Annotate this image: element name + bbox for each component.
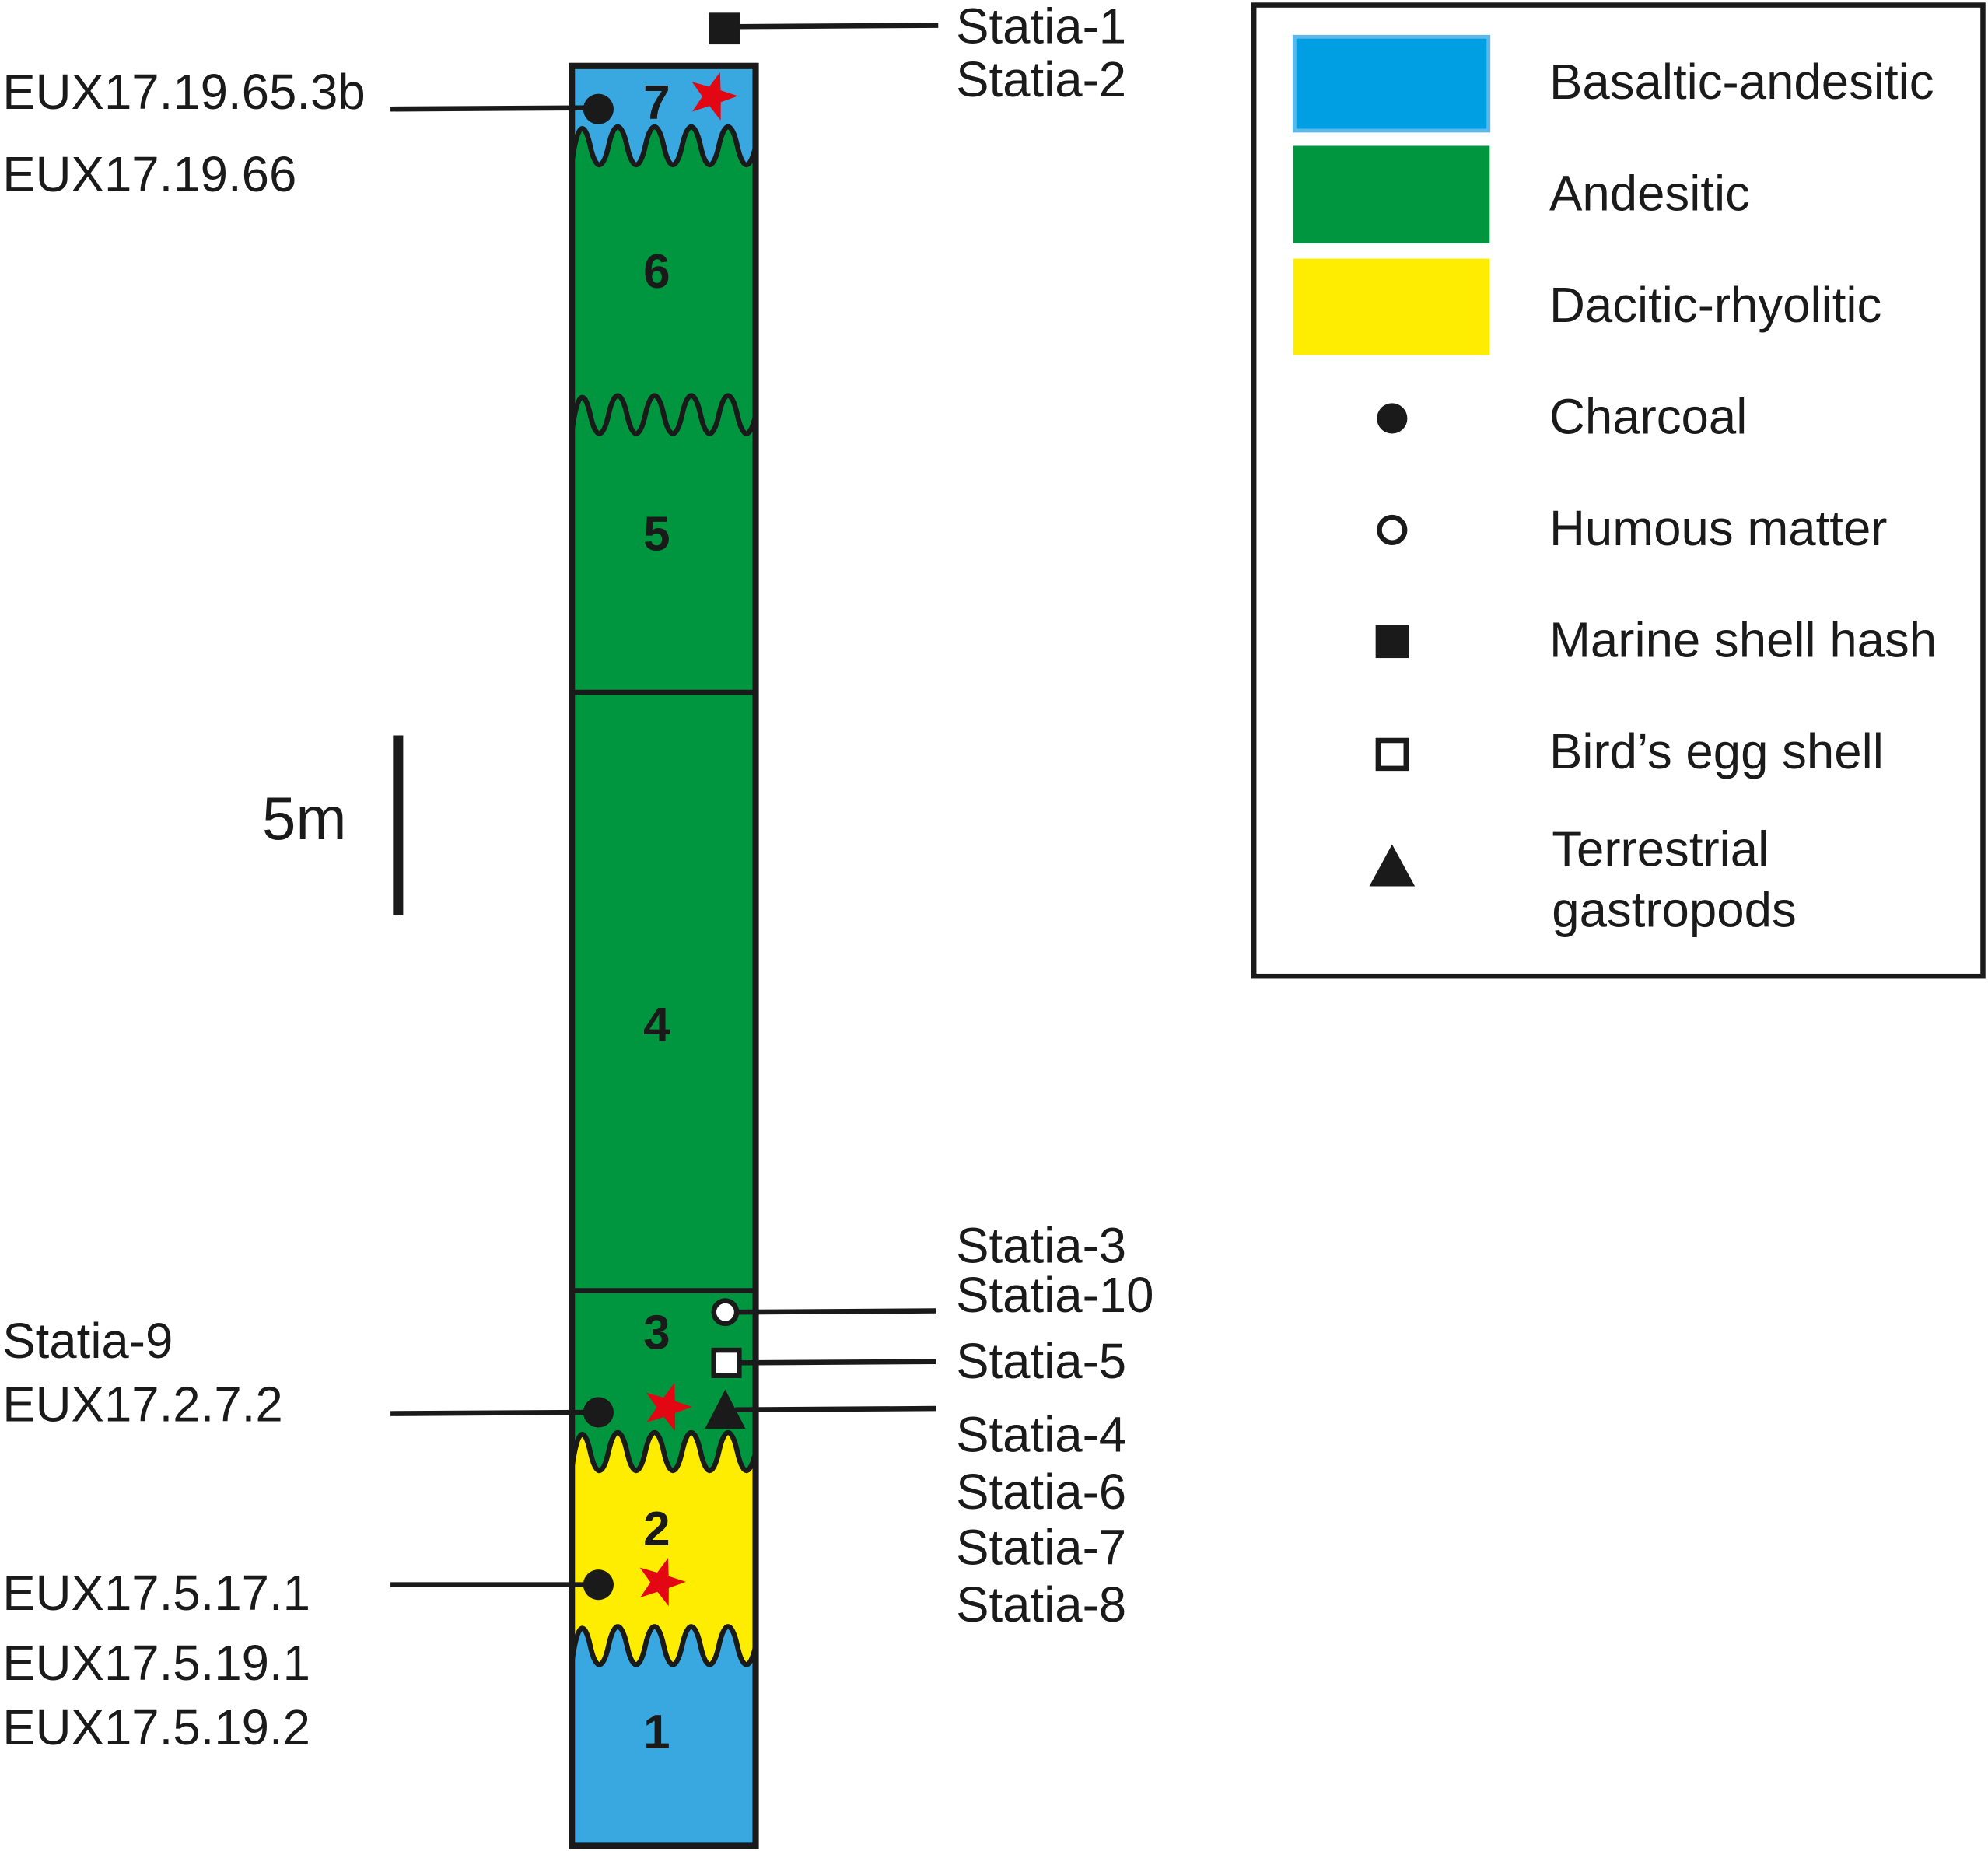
unconformity-wavy-boundary <box>569 1430 758 1473</box>
unit-6-layer <box>572 127 756 440</box>
sample-label: EUX17.5.19.1 <box>2 1636 310 1691</box>
humous-circle-icon <box>711 1298 740 1327</box>
legend-label: Dacitic-rhyolitic <box>1549 278 1881 333</box>
legend-egg-shell-icon <box>1375 737 1409 772</box>
gastropod-triangle-icon <box>705 1389 746 1429</box>
egg-shell-square-icon <box>711 1347 742 1378</box>
sample-label: Statia-3 <box>956 1219 1126 1274</box>
legend-label: Bird’s egg shell <box>1549 724 1884 779</box>
unit-number-6: 6 <box>643 245 670 299</box>
unit-5-layer <box>572 395 756 718</box>
leader-line-eux17-19-65 <box>390 105 597 112</box>
sample-label: Statia-1 <box>956 0 1126 54</box>
dated-sample-star-icon <box>639 1558 686 1607</box>
unconformity-wavy-boundary <box>569 124 758 167</box>
unit-number-3: 3 <box>643 1306 670 1359</box>
legend-humous-icon <box>1377 514 1408 545</box>
sample-label: Statia-8 <box>956 1577 1126 1632</box>
marine-shell-square-icon <box>709 12 740 45</box>
charcoal-dot-icon <box>583 1397 614 1428</box>
legend-label: gastropods <box>1552 883 1797 938</box>
unit-1-layer <box>572 1626 756 1846</box>
unit-4-layer <box>572 692 756 1317</box>
sample-label: EUX17.5.19.2 <box>2 1700 310 1755</box>
unit-number-4: 4 <box>643 998 670 1051</box>
legend-marine-shell-icon <box>1375 625 1409 659</box>
stratigraphic-column <box>569 62 759 1849</box>
dated-sample-star-icon <box>691 72 738 121</box>
legend-charcoal-icon <box>1377 403 1408 434</box>
unit-2-layer <box>572 1433 756 1671</box>
sample-label: Statia-4 <box>956 1407 1126 1462</box>
column-outline <box>569 62 759 1849</box>
sample-label: EUX17.19.65.3b <box>2 65 365 120</box>
legend-swatch-andesitic <box>1293 145 1490 244</box>
unconformity-wavy-boundary <box>569 393 758 436</box>
legend-swatch-dacitic <box>1293 258 1490 355</box>
sample-label: Statia-5 <box>956 1334 1126 1389</box>
leader-line-statia-5 <box>735 1359 936 1366</box>
sample-label: Statia-7 <box>956 1520 1126 1576</box>
leader-line-statia-4 <box>735 1405 936 1412</box>
dated-sample-star-icon <box>646 1383 693 1432</box>
charcoal-dot-icon <box>583 1569 614 1601</box>
leader-line-eux17-2-7-2 <box>390 1409 597 1416</box>
legend-swatch-basaltic <box>1292 34 1491 133</box>
legend-label: Humous matter <box>1549 501 1887 556</box>
legend-label: Marine shell hash <box>1549 612 1937 667</box>
unconformity-wavy-boundary <box>569 1624 758 1667</box>
sample-label: Statia-10 <box>956 1268 1153 1323</box>
sample-label: Statia-2 <box>956 52 1126 107</box>
legend-label: Andesitic <box>1549 166 1750 222</box>
leader-line-statia-1 <box>735 23 939 30</box>
sample-label: EUX17.5.17.1 <box>2 1566 310 1621</box>
leader-line-statia-3 <box>735 1308 936 1315</box>
scale-bar-label: 5m <box>262 784 347 852</box>
unit-number-7: 7 <box>643 76 670 130</box>
unit-number-5: 5 <box>643 507 670 561</box>
sample-label: Statia-6 <box>956 1464 1126 1520</box>
legend-label: Basaltic-andesitic <box>1549 54 1934 110</box>
sample-label: EUX17.2.7.2 <box>2 1377 282 1432</box>
legend-gastropod-icon <box>1369 844 1416 887</box>
unit-number-1: 1 <box>643 1706 670 1759</box>
unit-number-2: 2 <box>643 1503 670 1556</box>
sample-label: EUX17.19.66 <box>2 147 296 202</box>
legend-label: Charcoal <box>1549 390 1747 445</box>
legend: Basaltic-andesitic Andesitic Dacitic-rhy… <box>1251 2 1986 979</box>
charcoal-dot-icon <box>583 93 614 124</box>
legend-label: Terrestrial <box>1552 821 1769 877</box>
sample-label: Statia-9 <box>2 1314 173 1369</box>
